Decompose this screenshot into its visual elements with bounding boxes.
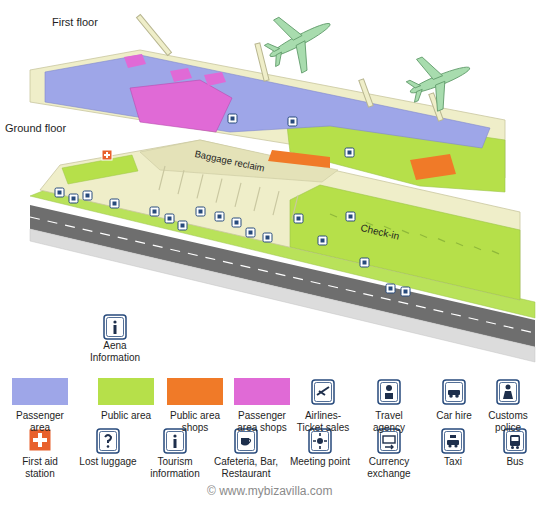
map-icon-glyph (363, 261, 367, 265)
legend-text: Meeting point (289, 456, 351, 468)
lost-icon (96, 428, 120, 454)
first-aid-marker (102, 150, 112, 160)
legend-text: Customs police (481, 410, 535, 433)
map-icon-glyph (86, 194, 90, 198)
map-icon (150, 207, 159, 216)
legend-text: Passenger area (8, 410, 72, 433)
map-icon (360, 258, 369, 267)
map-icon-glyph (153, 210, 157, 214)
legend-text: Taxi (428, 456, 478, 468)
floor-label: Ground floor (5, 122, 66, 134)
map-icon-glyph (349, 215, 353, 219)
map-icon (228, 114, 237, 123)
legend-swatch (234, 378, 290, 405)
legend-text: First aid station (10, 456, 70, 479)
taxi-icon (441, 428, 465, 454)
map-icon-glyph (321, 239, 325, 243)
map-icon (110, 199, 119, 208)
map-icon (318, 236, 327, 245)
map-icon-glyph (168, 217, 172, 221)
first-aid-cross (104, 152, 110, 158)
map-icon-glyph (235, 221, 239, 225)
legend-swatch (167, 378, 223, 405)
legend-swatch (12, 378, 68, 405)
legend-text: Cafeteria, Bar, Restaurant (207, 456, 285, 479)
check-in-desk (456, 243, 463, 246)
map-icon (288, 117, 297, 126)
legend-text: Car hire (426, 410, 482, 422)
map-icon (196, 207, 205, 216)
carousel (235, 183, 241, 207)
car-icon (442, 379, 466, 405)
legend-text: Public area shops (163, 410, 227, 433)
check-in-desk (438, 239, 445, 242)
check-in-desk (474, 247, 481, 250)
carousel (254, 187, 260, 211)
legend-text: Aena Information (80, 340, 150, 363)
map-icon (346, 212, 355, 221)
map-icon-glyph (72, 197, 76, 201)
legend-text: Public area (94, 410, 158, 422)
map-icon-glyph (404, 290, 408, 294)
map-icon-glyph (266, 236, 270, 240)
carousel (197, 174, 203, 198)
carousel (159, 166, 165, 190)
check-in-desk (420, 235, 427, 238)
map-icon (165, 214, 174, 223)
map-icon-glyph (297, 217, 301, 221)
map-icon (345, 148, 354, 157)
map-icon-glyph (113, 202, 117, 206)
carousel (178, 170, 184, 194)
check-in-desk (492, 251, 499, 254)
map-icon-glyph (348, 151, 352, 155)
map-icon (401, 287, 410, 296)
floor-label: First floor (52, 16, 98, 28)
legend-text: Bus (495, 456, 535, 468)
map-icon (263, 233, 272, 242)
info-icon (103, 314, 127, 340)
carousel (273, 191, 279, 215)
map-icon (178, 221, 187, 230)
map-icon (246, 228, 255, 237)
carousel (216, 179, 222, 203)
legend-text: Currency exchange (357, 456, 421, 479)
legend-swatch (98, 378, 154, 405)
map-icon-glyph (58, 191, 62, 195)
map-icon-glyph (249, 231, 253, 235)
map-icon (83, 191, 92, 200)
travel-icon (377, 379, 401, 405)
check-in-desk (402, 230, 409, 233)
map-icon (69, 194, 78, 203)
map-icon (215, 212, 224, 221)
police-icon (496, 379, 520, 405)
map-icon-glyph (199, 210, 203, 214)
map-icon-glyph (218, 215, 222, 219)
check-in-desk (330, 214, 337, 217)
legend-text: Tourism information (142, 456, 208, 479)
legend-text: Passenger area shops (230, 410, 294, 433)
map-icon (294, 214, 303, 223)
legend-text: Airlines- Ticket sales (292, 410, 354, 433)
map-icon-glyph (291, 120, 295, 124)
map-icon-glyph (181, 224, 185, 228)
map-icon-glyph (389, 287, 393, 291)
map-icon (386, 284, 395, 293)
watermark: © www.mybizavilla.com (207, 484, 333, 498)
map-icon-glyph (231, 117, 235, 121)
map-icon (55, 188, 64, 197)
map-icon (232, 218, 241, 227)
legend-text: Lost luggage (78, 456, 138, 468)
legend-text: Travel agency (359, 410, 419, 433)
ticket-icon (311, 379, 335, 405)
